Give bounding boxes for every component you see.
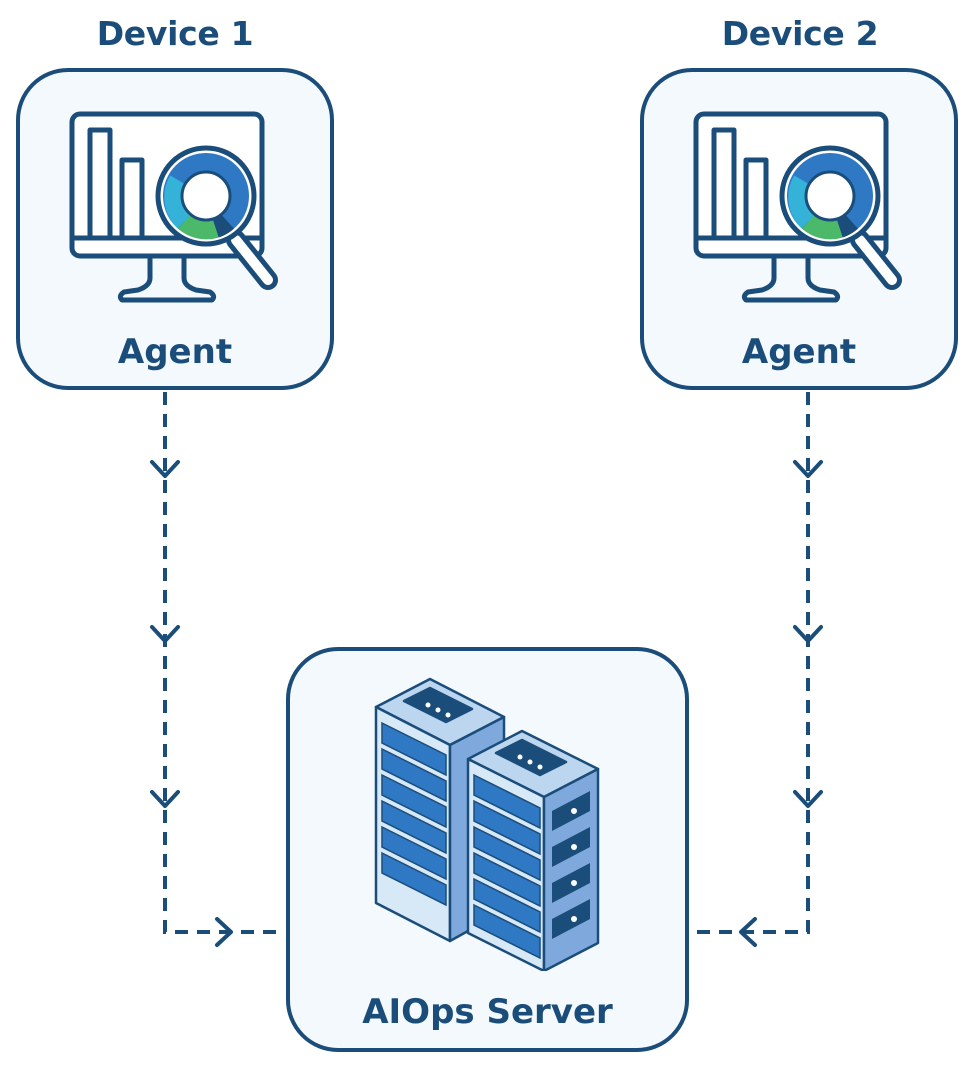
device-2-title: Device 2 <box>721 14 879 53</box>
device-2-to-server-connector <box>690 392 810 934</box>
device-1-title: Device 1 <box>96 14 254 53</box>
device-1-agent-label: Agent <box>117 332 233 372</box>
server-rack-icon <box>374 677 600 971</box>
magnifier-donut-icon <box>779 145 902 290</box>
device-2-agent-label: Agent <box>741 332 857 372</box>
aiops-server-node[interactable]: AIOps Server <box>286 647 689 1052</box>
device-1-node[interactable]: Agent <box>16 68 334 390</box>
magnifier-donut-icon <box>155 145 278 290</box>
device-1-to-server-connector <box>163 392 284 934</box>
arrow-down-icon <box>150 625 180 643</box>
arrow-down-icon <box>150 790 180 808</box>
arrow-right-icon <box>215 917 233 947</box>
arrow-down-icon <box>793 460 823 478</box>
arrow-down-icon <box>793 625 823 643</box>
arrow-down-icon <box>793 790 823 808</box>
monitor-analytics-icon <box>69 111 278 303</box>
arrow-down-icon <box>150 460 180 478</box>
arrow-left-icon <box>739 917 757 947</box>
aiops-server-label: AIOps Server <box>362 992 613 1032</box>
monitor-analytics-icon <box>693 111 902 303</box>
device-2-node[interactable]: Agent <box>640 68 958 390</box>
